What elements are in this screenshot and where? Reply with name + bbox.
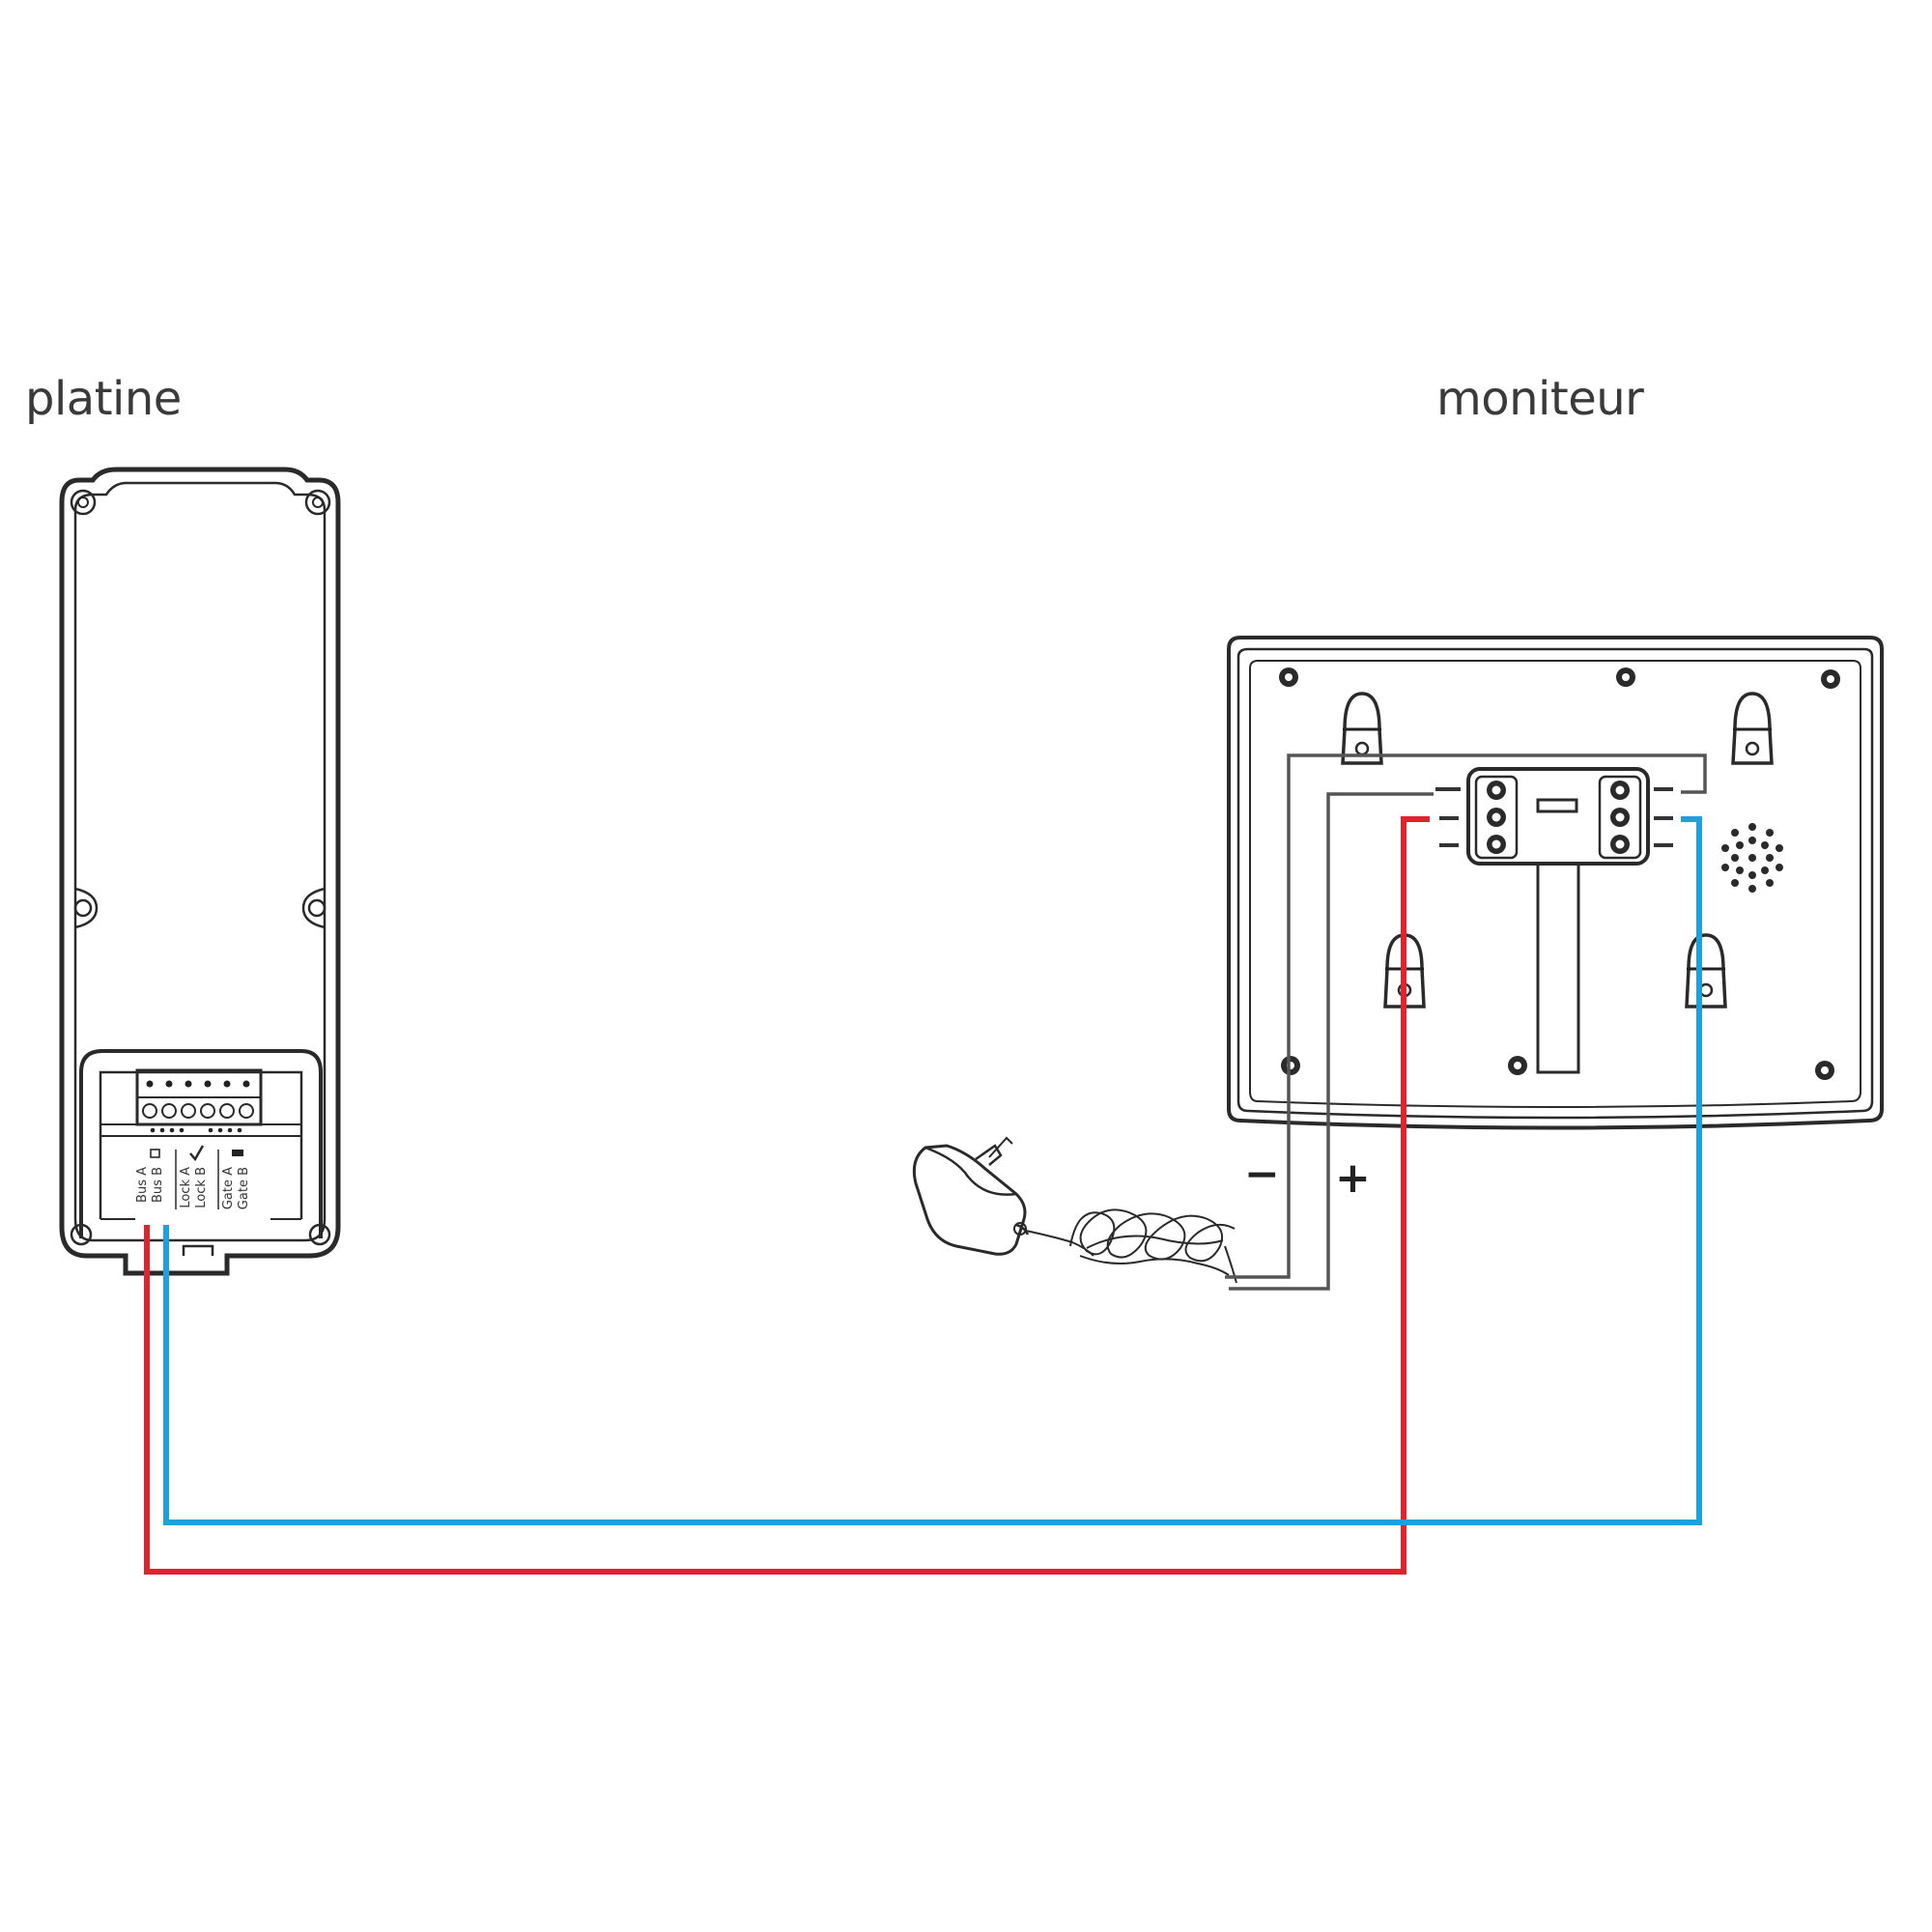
mount-hook-icon — [1341, 692, 1774, 1009]
platine-screw-icon — [70, 489, 331, 1246]
monitor-small-icon — [150, 1149, 160, 1158]
moniteur-device — [1227, 636, 1884, 1130]
minus-sign: − — [1244, 1150, 1280, 1199]
moniteur-screw-icon — [1279, 668, 1840, 1080]
terminal-label: Lock A — [179, 1167, 193, 1208]
platine-label: platine — [25, 372, 182, 426]
platine-terminal-screws — [142, 1080, 254, 1119]
terminal-label: Gate B — [237, 1167, 251, 1209]
moniteur-label: moniteur — [1436, 372, 1644, 426]
terminal-label: Gate A — [221, 1167, 236, 1209]
power-adapter-icon — [912, 1136, 1237, 1284]
bus-b-wire — [163, 816, 1702, 1525]
lock-check-icon — [189, 1145, 205, 1162]
plus-sign: + — [1335, 1153, 1371, 1203]
terminal-label: Bus A — [135, 1167, 150, 1203]
terminal-label: Bus B — [151, 1167, 165, 1203]
terminal-label: Lock B — [194, 1167, 209, 1208]
bus-a-wire — [144, 816, 1430, 1575]
gate-icon — [232, 1150, 243, 1156]
moniteur-terminal-screws — [1487, 781, 1630, 854]
power-wires — [1225, 753, 1707, 1291]
speaker-grille-icon — [1721, 823, 1783, 893]
